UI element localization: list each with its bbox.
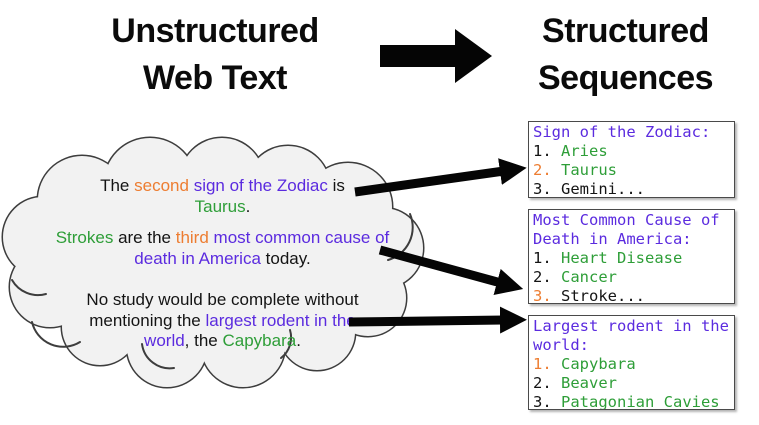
item-number: 3.	[533, 180, 561, 198]
cloud-text-segment: second	[134, 176, 189, 195]
box-list-item: 1. Capybara	[533, 355, 730, 374]
cloud-text-segment: , the	[184, 331, 223, 350]
item-text: Gemini...	[561, 180, 645, 198]
box-list-item: 1. Aries	[533, 142, 730, 161]
item-text: Heart Disease	[561, 249, 683, 267]
item-number: 1.	[533, 142, 561, 160]
cloud-text-segment: The	[100, 176, 135, 195]
title-line: Web Text	[143, 59, 288, 97]
box-list-item: 2. Taurus	[533, 161, 730, 180]
cloud-text-segment: death in America	[134, 248, 261, 268]
item-text: Stroke...	[561, 287, 645, 304]
cloud-text-segment: sign of the Zodiac	[193, 176, 328, 195]
connector-arrow-1-icon	[354, 158, 527, 197]
item-number: 2.	[533, 161, 561, 179]
cloud-text-segment: .	[296, 331, 301, 350]
item-number: 1.	[533, 249, 561, 267]
item-number: 3.	[533, 287, 561, 304]
cloud-text-segment: mentioning the	[89, 310, 206, 330]
connector-arrow-3-icon	[348, 306, 527, 334]
connector-arrow-2-icon	[378, 245, 524, 295]
title-structured: Structured Sequences	[518, 8, 733, 102]
cloud-text-segment: third	[175, 228, 209, 247]
cloud-text-segment: Strokes	[55, 228, 114, 247]
cloud-text-segment: Taurus	[194, 196, 246, 216]
cloud-text-segment: largest rodent in the	[205, 310, 356, 330]
main-arrow-icon	[380, 29, 492, 83]
item-text: Cancer	[561, 268, 617, 286]
box-title-line: Largest rodent in the	[533, 317, 729, 335]
item-text: Taurus	[561, 161, 617, 179]
item-number: 3.	[533, 393, 561, 410]
item-text: Beaver	[561, 374, 617, 392]
cloud-fill	[3, 138, 423, 387]
box-title-line: Sign of the Zodiac:	[533, 123, 711, 141]
cloud-text-segment: are the	[113, 228, 176, 247]
cloud-text-segment: No study would be complete without	[86, 290, 359, 309]
item-number: 2.	[533, 268, 561, 286]
box-title-line: Most Common Cause of	[533, 211, 720, 229]
box-title-line: world:	[533, 336, 589, 354]
item-text: Aries	[561, 142, 608, 160]
item-number: 2.	[533, 374, 561, 392]
item-number: 1.	[533, 355, 561, 373]
cloud-text-segment: Capybara	[222, 331, 297, 350]
cloud-text-segment: is	[327, 176, 345, 195]
title-line: Structured	[542, 12, 709, 50]
title-line: Sequences	[537, 59, 714, 97]
box-list-item: 1. Heart Disease	[533, 249, 730, 268]
cloud-text-segment: today.	[260, 248, 311, 268]
box-list-item: 2. Beaver	[533, 374, 730, 393]
cloud-text-segment: world	[144, 331, 185, 350]
box-title-line: Death in America:	[533, 230, 692, 248]
box-list-item: 3. Stroke...	[533, 287, 730, 304]
item-text: Capybara	[561, 355, 636, 373]
box-list-item: 3. Gemini...	[533, 180, 730, 198]
cloud-sentence: Strokes are the third most common cause …	[25, 228, 420, 269]
title-unstructured: Unstructured Web Text	[40, 8, 390, 102]
box-list-item: 2. Cancer	[533, 268, 730, 287]
cloud-text-segment: most common cause of	[213, 228, 390, 247]
cloud-text-segment: .	[245, 196, 251, 216]
box-list-item: 3. Patagonian Cavies	[533, 393, 730, 410]
item-text: Patagonian Cavies	[561, 393, 720, 410]
title-line: Unstructured	[111, 12, 319, 50]
